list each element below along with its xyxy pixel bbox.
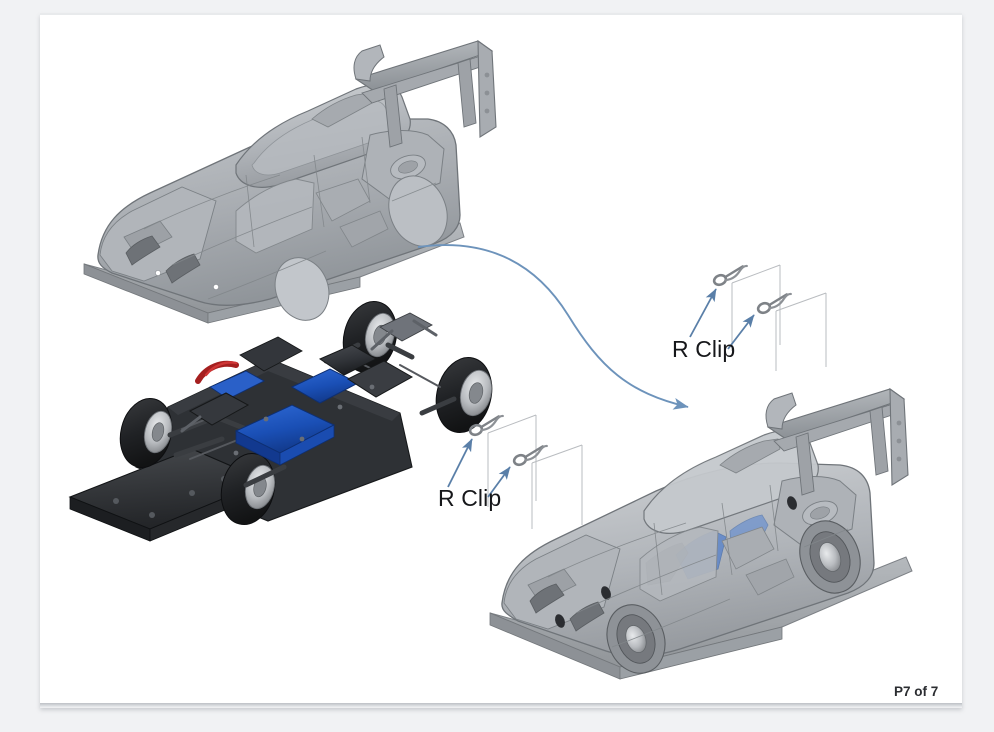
page-bottom-shadow [40,703,962,708]
wing-endplate-right [477,39,497,138]
assembled-panel-lines [547,484,849,648]
wing-endplate-hole-1 [484,72,490,78]
assembled-rear-vent-inner [810,506,830,520]
shell-rear-wing [353,39,497,148]
splitter-bolts [113,476,227,518]
part-body-shell [83,39,497,324]
wing-support-strut-left [383,84,403,148]
wing-support-strut-right [457,58,477,128]
assembled-rear-wheel [799,520,861,594]
r-clip-top-1 [712,264,748,287]
body-post-front-2 [601,586,611,600]
r-clip-top-2 [756,292,792,315]
r-clip-bottom-1 [468,414,504,437]
chassis-hardware [233,384,375,456]
chassis-gearbox [346,360,414,398]
chassis-shocks [180,319,438,433]
rclip-top-arrow-2 [727,314,755,350]
chassis-servo [239,336,303,372]
rclip-bottom-arrow-1 [447,438,473,488]
shell-panel-lines [143,136,437,300]
shell-body-post-hole-mid [213,284,219,290]
assembled-wing-hole-2 [896,438,902,444]
chassis-motor [318,344,378,376]
body-to-chassis-arrow [417,244,689,410]
part-assembled-car [489,387,913,680]
assembled-rear-wing [765,387,909,496]
page-number-label: P7 of 7 [894,684,939,699]
shell-headlight-left [125,235,161,266]
assembled-side-vent [745,558,795,596]
chassis-red-wire-highlight [204,361,238,377]
r-clip-bottom-2 [512,444,548,467]
body-post-front [555,614,565,628]
rclip-top-arrow-1 [689,288,717,338]
shell-rear-arch [388,175,448,247]
assembled-wing-endplate-right [889,387,909,486]
chassis-wheel-front-left [119,398,173,468]
assembled-wing-hole-1 [896,420,902,426]
body-post-rear [787,496,797,510]
assembled-wing-strut-right [869,406,889,476]
rclip-callout-top [689,264,827,371]
shell-front-arch [274,257,330,321]
rclip-bottom-arrow-2 [487,466,511,498]
assembled-front-wheel [606,604,666,674]
wing-endplate-left [353,44,385,82]
assembled-canopy [643,429,819,534]
rclip-bottom-guide-lines [487,414,583,529]
wing-endplate-hole-2 [484,90,490,96]
wing-endplate-hole-3 [484,108,490,114]
assembled-wing-strut-left [795,432,815,496]
rclip-top-guide-lines [731,264,827,371]
shell-side-pod [235,178,315,254]
chassis-battery-side2 [279,424,335,466]
assembled-wing-endplate-left [765,392,797,430]
chassis-wheel-rear-right [435,357,493,433]
document-page: R Clip R Clip P7 of 7 [40,13,962,707]
shell-body-post-hole-front [155,270,161,276]
shell-side-vent [339,210,389,248]
rclip-callout-bottom [447,414,583,529]
chassis-shock-tower [379,312,433,342]
rclip-label-top: R Clip [672,336,736,362]
assembled-wing-hole-3 [896,456,902,462]
chassis-front-bulkhead [188,392,250,426]
assembled-headlight-left [529,583,565,614]
rclip-label-bottom: R Clip [438,485,502,511]
assembled-side-panel [721,526,775,570]
assembled-side-pod [639,526,719,602]
part-chassis [68,301,493,542]
shell-rear-vent-inner [398,160,418,174]
assembly-figure [68,39,913,680]
